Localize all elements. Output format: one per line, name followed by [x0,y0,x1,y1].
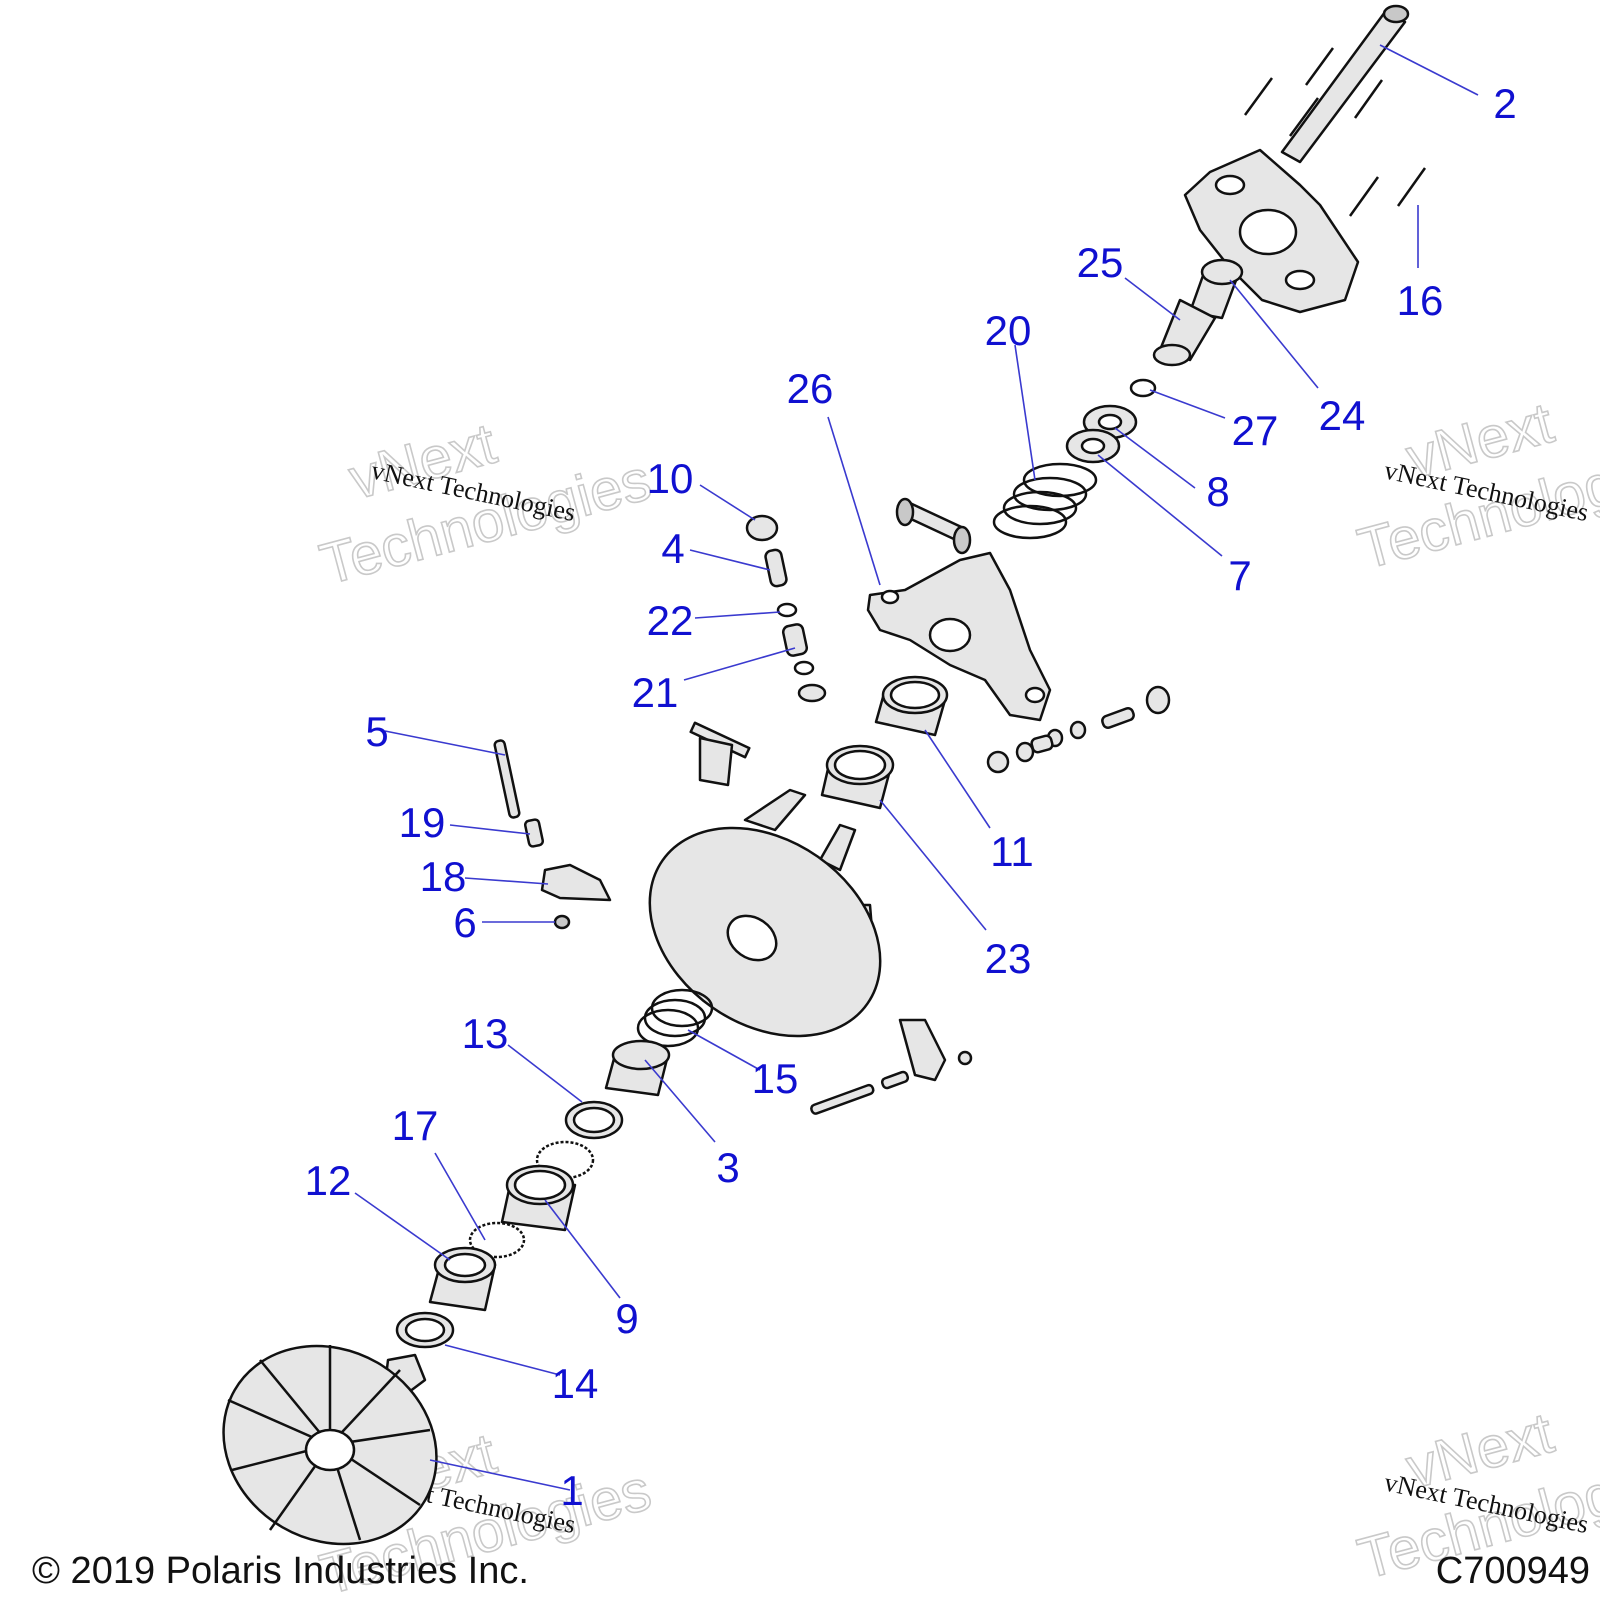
part-weight-arm [689,721,751,787]
callout-12: 12 [305,1157,352,1204]
part-nut-6 [553,914,571,930]
callout-24: 24 [1319,392,1366,439]
part-weight-18 [540,863,612,902]
part-bushing-11 [874,675,949,737]
part-rollers-right [986,685,1171,774]
callout-17: 17 [392,1102,439,1149]
part-ring-17 [468,1221,526,1259]
part-shaft-25 [1152,298,1217,367]
callout-3: 3 [716,1144,739,1191]
part-bushing-21 [781,623,827,703]
figure-id: C700949 [1436,1550,1590,1592]
part-long-bolt [1280,4,1410,164]
callout-19: 19 [399,799,446,846]
part-oring-22 [776,602,798,618]
callout-13: 13 [462,1010,509,1057]
callout-15: 15 [752,1055,799,1102]
callout-20: 20 [985,307,1032,354]
callout-9: 9 [615,1295,638,1342]
part-bushing-24 [1188,258,1244,320]
callout-16: 16 [1397,277,1444,324]
part-ring-13 [564,1100,624,1140]
part-snap-ring-27 [1129,378,1157,398]
callout-labels: 1 2 3 4 5 6 7 8 9 10 11 12 13 14 15 16 1… [305,80,1517,1514]
part-small-bolts [1243,47,1427,217]
callout-18: 18 [420,853,467,900]
part-bushing-3 [604,1039,671,1097]
part-bushing-12 [428,1246,497,1312]
callout-14: 14 [552,1360,599,1407]
callout-21: 21 [632,669,679,716]
part-pin-5 [493,739,521,819]
part-washer-14 [395,1311,455,1349]
part-cap-10 [745,514,779,542]
callout-7: 7 [1228,552,1251,599]
part-bushing-9 [500,1164,577,1232]
part-spring-20 [992,462,1098,540]
part-spider-plate [1183,148,1360,314]
part-moveable-sheave [648,788,882,1038]
callout-2: 2 [1493,80,1516,127]
callout-22: 22 [647,597,694,644]
part-bushing-23 [820,744,895,810]
part-washers-7-8 [1065,404,1138,464]
copyright-text: © 2019 Polaris Industries Inc. [32,1550,529,1592]
part-roller-pin [895,497,972,555]
callout-11: 11 [990,828,1034,875]
callout-26: 26 [787,365,834,412]
callout-4: 4 [661,525,684,572]
part-spring-15 [636,988,714,1048]
callout-27: 27 [1232,407,1279,454]
leader-lines [354,44,1479,1491]
part-arm-pin [810,1018,973,1115]
part-spider-26 [866,551,1052,722]
callout-8: 8 [1206,468,1229,515]
callout-6: 6 [453,899,476,946]
callout-25: 25 [1077,239,1124,286]
callout-1: 1 [560,1467,583,1514]
part-pin-4 [764,548,788,588]
callout-10: 10 [647,455,694,502]
callout-23: 23 [985,935,1032,982]
watermark-top-right: vNext Technologies [1351,389,1600,582]
part-fixed-sheave [222,1344,438,1546]
callout-5: 5 [365,708,388,755]
